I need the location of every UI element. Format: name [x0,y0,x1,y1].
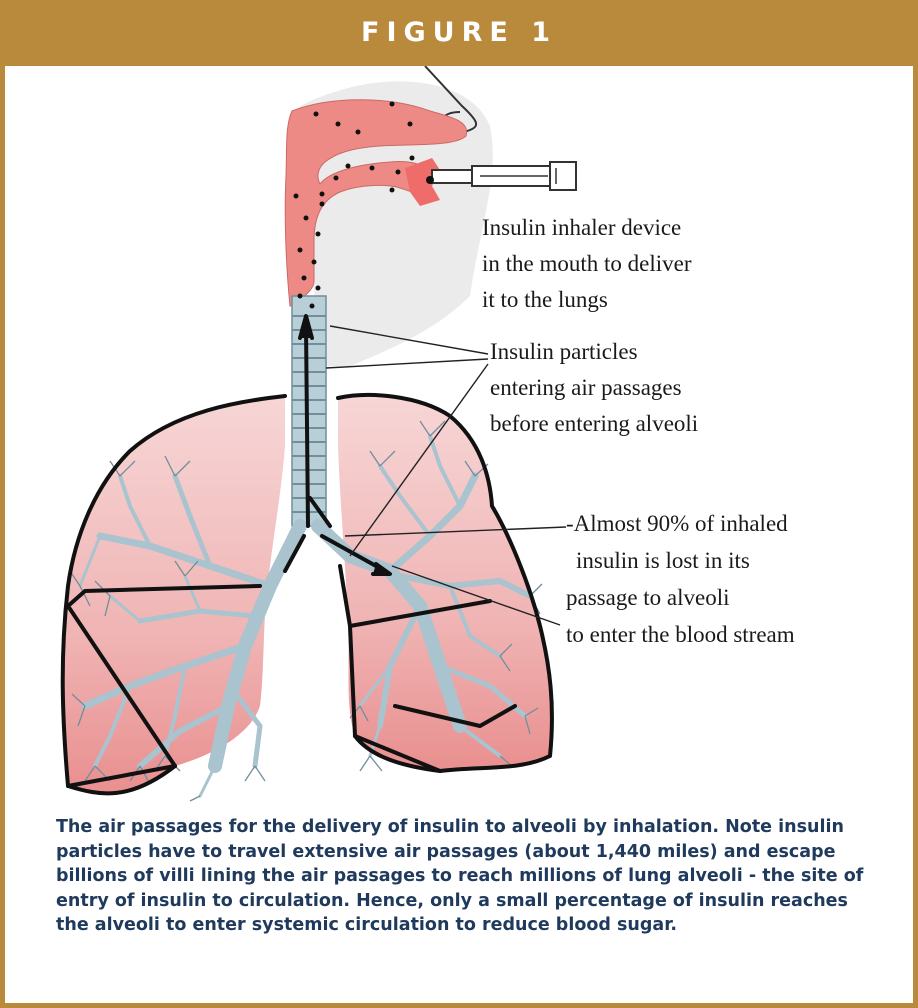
respiratory-diagram [0,66,918,806]
inhaler-label-line-2: in the mouth to deliver [482,249,692,279]
loss-label-line-2: insulin is lost in its [576,546,750,576]
inhaler-label-line-3: it to the lungs [482,285,608,315]
particles-label-line-1: Insulin particles [490,337,638,367]
loss-label-line-3: passage to alveoli [566,583,730,613]
loss-label-line-1: -Almost 90% of inhaled [566,509,788,539]
loss-label-line-4: to enter the blood stream [566,620,795,650]
figure-caption: The air passages for the delivery of ins… [56,815,876,938]
particles-label-line-3: before entering alveoli [490,409,698,439]
figure-title: FIGURE 1 [0,0,918,66]
particles-label-line-2: entering air passages [490,373,682,403]
inhaler-label-line-1: Insulin inhaler device [482,213,681,243]
